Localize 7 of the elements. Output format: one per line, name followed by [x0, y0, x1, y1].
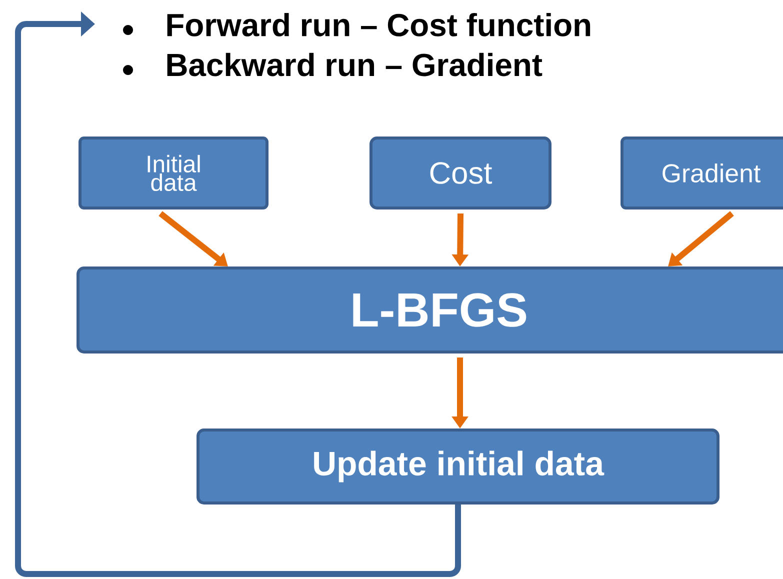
process-box: Update initial data [196, 428, 720, 504]
process-box: Cost [370, 136, 552, 210]
process-box: Gradient [620, 136, 783, 210]
process-box: Initial data [78, 136, 268, 210]
loop-arrow [15, 12, 461, 577]
process-box: L-BFGS [76, 266, 783, 354]
bullet-list: Forward run – Cost function Backward run – Gradient [167, 13, 590, 76]
